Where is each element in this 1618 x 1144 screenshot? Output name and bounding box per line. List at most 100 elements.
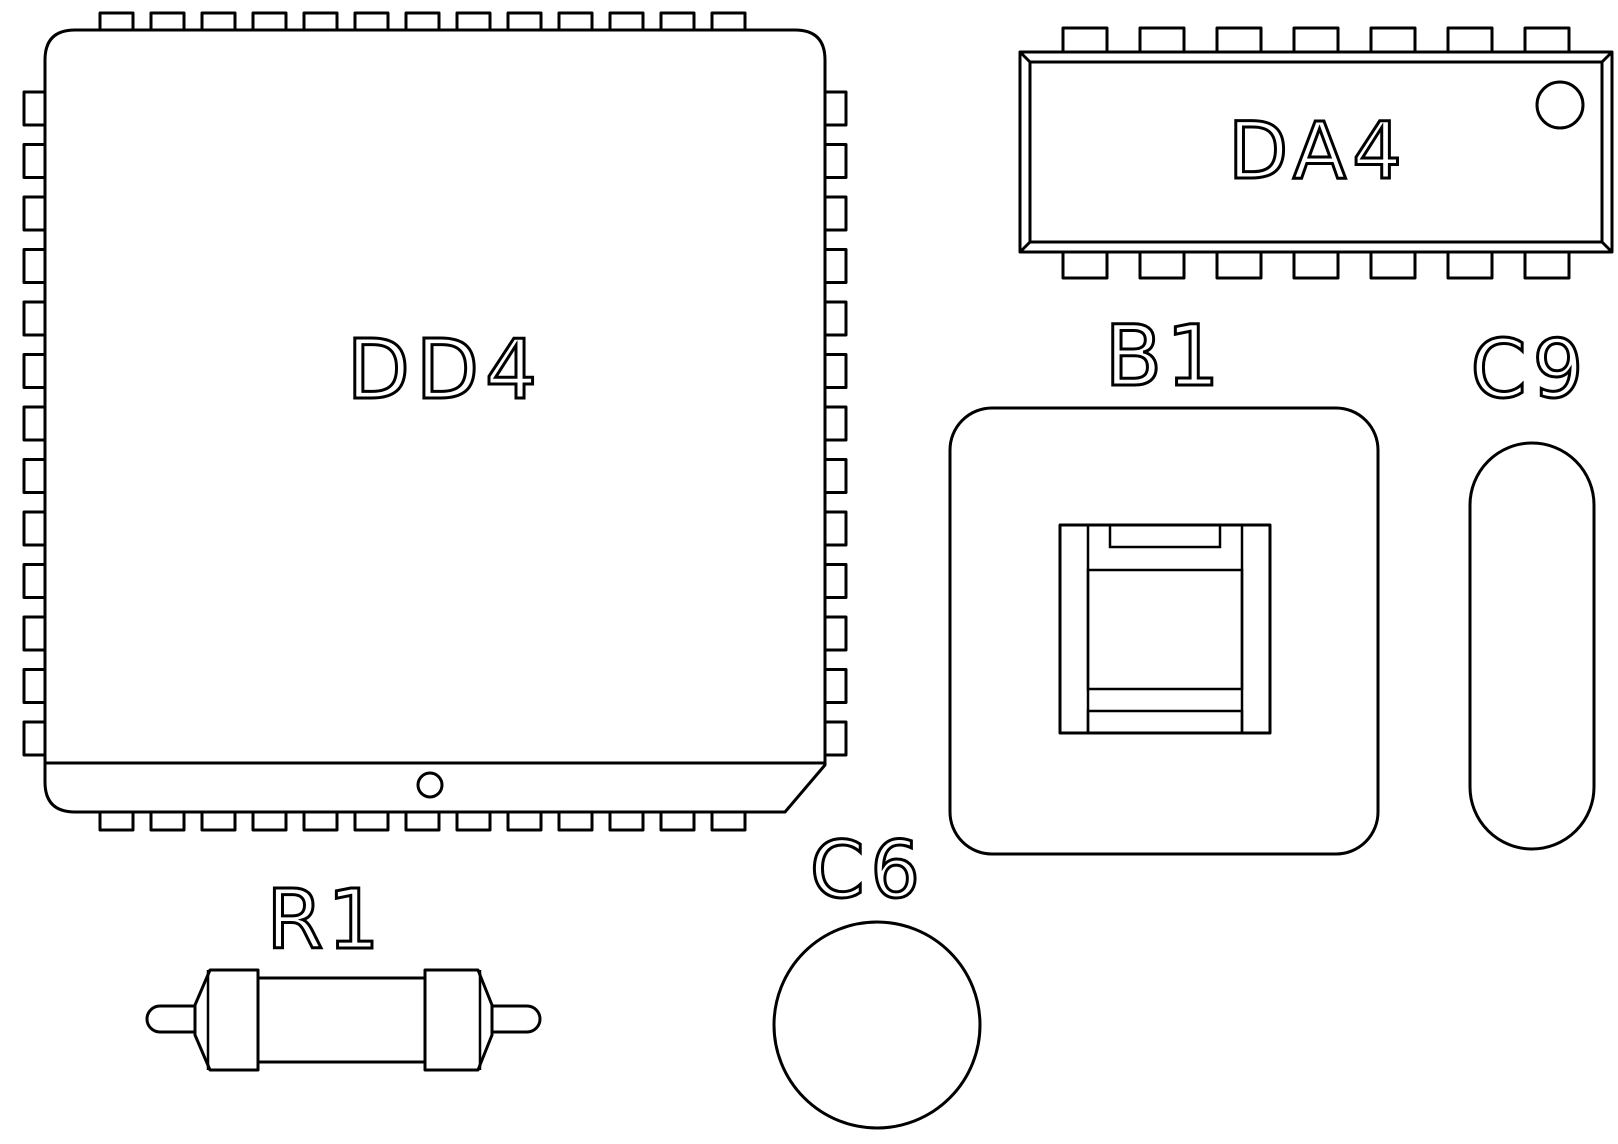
dd4-pin-top: [98, 11, 135, 33]
r1-label: R1: [266, 873, 383, 968]
da4-pin-bottom: [1292, 250, 1340, 280]
b1-top-tab: [1108, 523, 1222, 549]
da4-pins: [1061, 26, 1571, 280]
da4-pin-bottom: [1523, 250, 1571, 280]
component-c9: C9: [1468, 322, 1596, 851]
da4-corner-tl: [1018, 50, 1032, 64]
dd4-pin-right: [823, 720, 848, 757]
dd4-pin-top: [404, 11, 441, 33]
da4-corner-bl: [1018, 240, 1032, 254]
da4-pin-top: [1138, 26, 1186, 54]
dd4-pin-left: [22, 248, 47, 284]
da4-pin-top: [1446, 26, 1494, 54]
b1-inner-frame: [1058, 523, 1272, 735]
dd4-pin-left: [22, 458, 47, 494]
da4-pin-bottom: [1061, 250, 1109, 280]
dd4-pin-right: [823, 563, 848, 599]
dd4-pin-bottom: [353, 810, 390, 832]
b1-center-window: [1086, 568, 1244, 691]
da4-label: DA4: [1228, 107, 1408, 197]
dd4-pin1-marker: [416, 771, 444, 799]
da4-pin-bottom: [1215, 250, 1263, 280]
dd4-pin-right: [823, 195, 848, 232]
r1-left-cap: [193, 968, 260, 1072]
da4-pin-top: [1061, 26, 1109, 54]
dd4-pin-top: [251, 11, 288, 33]
dd4-pin-right: [823, 668, 848, 704]
component-dd4: DD4: [22, 11, 848, 832]
dd4-pin-right: [823, 405, 848, 442]
dd4-pin-right: [823, 615, 848, 652]
dd4-pin-bottom: [659, 810, 696, 832]
dd4-pin-top: [455, 11, 492, 33]
dd4-pin-right: [823, 90, 848, 127]
component-c6: C6: [772, 825, 982, 1130]
dd4-pin-left: [22, 615, 47, 652]
c9-body: [1468, 441, 1596, 851]
b1-bottom-tab: [1086, 709, 1244, 735]
dd4-pin-right: [823, 353, 848, 389]
dd4-pin-left: [22, 563, 47, 599]
dd4-pin-bottom: [455, 810, 492, 832]
dd4-pin-bottom: [404, 810, 441, 832]
da4-pin-top: [1523, 26, 1571, 54]
dd4-pin-bottom: [710, 810, 747, 832]
dd4-pin-bottom: [608, 810, 645, 832]
dd4-pin-left: [22, 668, 47, 704]
dd4-pin-bottom: [251, 810, 288, 832]
dd4-pin-top: [149, 11, 186, 33]
dd4-pin-right: [823, 143, 848, 179]
da4-body-inner: [1028, 60, 1604, 244]
dd4-pins: [22, 11, 848, 832]
dd4-pin-bottom: [200, 810, 237, 832]
dd4-pin-left: [22, 143, 47, 179]
da4-body-outer: [1018, 50, 1614, 254]
component-da4: DA4: [1018, 26, 1614, 280]
da4-pin-bottom: [1446, 250, 1494, 280]
r1-body: [256, 976, 427, 1064]
dd4-pin-right: [823, 458, 848, 494]
dd4-pin-top: [710, 11, 747, 33]
dd4-pin-top: [353, 11, 390, 33]
c9-label: C9: [1471, 323, 1590, 416]
dd4-pin-left: [22, 510, 47, 547]
dd4-pin-top: [506, 11, 543, 33]
dd4-body: [43, 28, 827, 814]
da4-pin-top: [1215, 26, 1263, 54]
dd4-pin-right: [823, 248, 848, 284]
da4-pin-bottom: [1369, 250, 1417, 280]
da4-pin1-marker: [1535, 80, 1585, 130]
dd4-pin-left: [22, 720, 47, 757]
dd4-pin-top: [557, 11, 594, 33]
dd4-pin-top: [608, 11, 645, 33]
component-b1: B1: [948, 306, 1380, 856]
b1-label: B1: [1104, 307, 1223, 405]
dd4-pin-top: [200, 11, 237, 33]
dd4-pin-right: [823, 300, 848, 337]
r1-right-cap: [423, 968, 494, 1072]
dd4-label: DD4: [347, 323, 543, 418]
dd4-pin-left: [22, 195, 47, 232]
da4-pin-top: [1292, 26, 1340, 54]
dd4-pin-top: [659, 11, 696, 33]
da4-pin-top: [1369, 26, 1417, 54]
c6-label: C6: [810, 826, 926, 916]
dd4-pin-top: [302, 11, 339, 33]
c6-body: [772, 920, 982, 1130]
dd4-pin-right: [823, 510, 848, 547]
dd4-pin-bottom: [302, 810, 339, 832]
component-r1: R1: [145, 872, 542, 1072]
dd4-pin-left: [22, 300, 47, 337]
dd4-pin-bottom: [506, 810, 543, 832]
dd4-pin-left: [22, 90, 47, 127]
dd4-pin-bottom: [98, 810, 135, 832]
dd4-pin-bottom: [557, 810, 594, 832]
da4-pin-bottom: [1138, 250, 1186, 280]
dd4-pin-left: [22, 353, 47, 389]
dd4-pin-bottom: [149, 810, 186, 832]
da4-corner-tr: [1600, 50, 1614, 64]
da4-corner-br: [1600, 240, 1614, 254]
dd4-pin-left: [22, 405, 47, 442]
